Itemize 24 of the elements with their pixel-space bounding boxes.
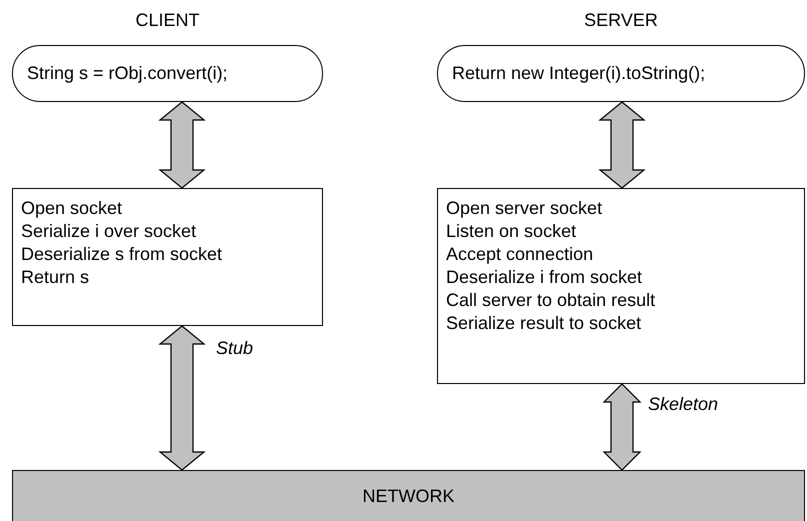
double-block-arrow — [602, 383, 642, 471]
edge-label: Skeleton — [648, 394, 718, 415]
edge-label: Stub — [216, 338, 254, 359]
step-text: Open server socket — [446, 197, 604, 220]
step-text: Listen on socket — [446, 220, 578, 243]
code-statement: Return new Integer(i).toString(); — [452, 62, 706, 85]
code-statement: String s = rObj.convert(i); — [27, 62, 228, 85]
step-text: Return s — [21, 266, 90, 289]
process-box — [12, 188, 323, 326]
step-text: Call server to obtain result — [446, 289, 656, 312]
column-heading: CLIENT — [134, 10, 200, 31]
step-text: Serialize i over socket — [21, 220, 198, 243]
network-bar — [12, 470, 805, 521]
double-block-arrow — [158, 101, 206, 189]
step-text: Serialize result to socket — [446, 312, 642, 335]
step-text: Deserialize s from socket — [21, 243, 224, 266]
network-label: NETWORK — [362, 485, 454, 508]
step-text: Deserialize i from socket — [446, 266, 644, 289]
step-text: Accept connection — [446, 243, 594, 266]
step-text: Open socket — [21, 197, 124, 220]
double-block-arrow — [598, 101, 646, 189]
double-block-arrow — [158, 325, 206, 471]
column-heading: SERVER — [583, 10, 659, 31]
process-box — [437, 188, 805, 384]
